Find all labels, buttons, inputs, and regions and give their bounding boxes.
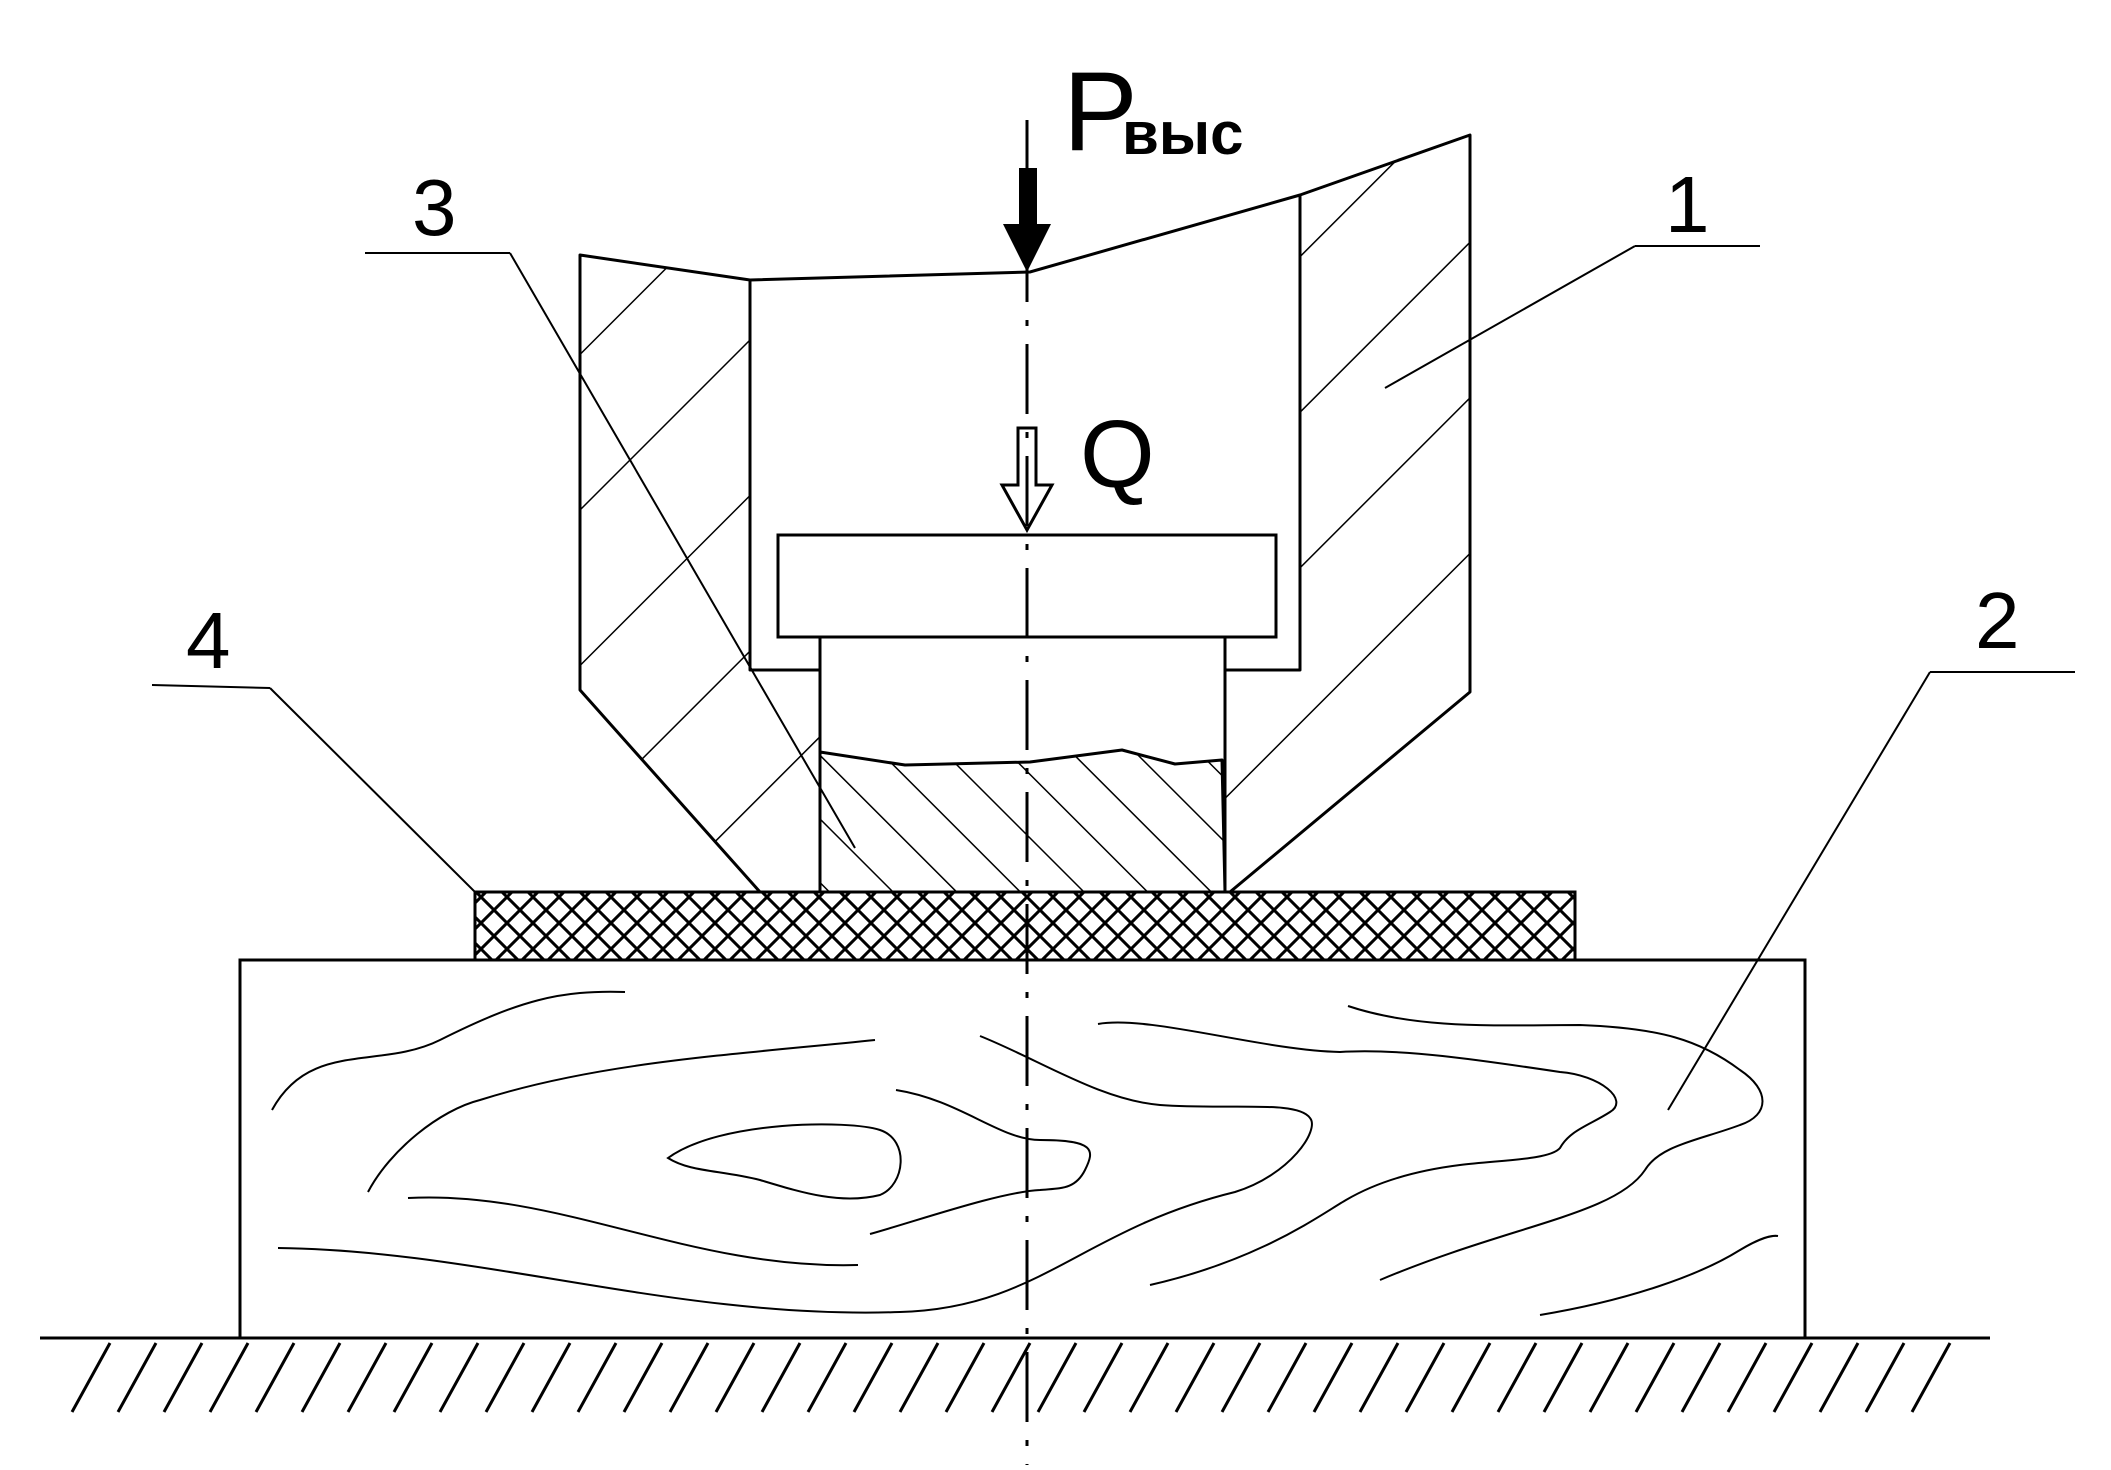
ground-hatch-stroke	[1680, 1342, 1722, 1413]
ground-hatch-stroke	[300, 1342, 342, 1413]
force-p-label: P	[1063, 49, 1138, 174]
ground-hatch-stroke	[208, 1342, 250, 1413]
part-label-3: 3	[412, 163, 457, 252]
part-label-4: 4	[186, 596, 231, 685]
ground	[40, 1336, 1990, 1413]
ground-hatch-stroke	[438, 1342, 480, 1413]
ground-hatch-stroke	[392, 1342, 434, 1413]
wooden-block	[238, 958, 1807, 1340]
ground-hatch-stroke	[1496, 1342, 1538, 1413]
leader-lines	[151, 245, 2075, 1111]
housing	[578, 133, 1472, 894]
ground-hatch-stroke	[668, 1342, 710, 1413]
ground-hatch-stroke	[990, 1342, 1032, 1413]
ground-hatch-stroke	[254, 1342, 296, 1413]
ground-hatch-stroke	[1864, 1342, 1906, 1413]
ground-hatch-stroke	[576, 1342, 618, 1413]
ground-hatch-stroke	[622, 1342, 664, 1413]
pad	[473, 890, 1577, 962]
ground-hatch-stroke	[70, 1342, 112, 1413]
ground-hatch-stroke	[1266, 1342, 1308, 1413]
ground-hatch-stroke	[1174, 1342, 1216, 1413]
ground-hatch-stroke	[1634, 1342, 1676, 1413]
force-p-arrow	[1003, 168, 1051, 272]
ground-hatch-stroke	[1358, 1342, 1400, 1413]
ground-hatch-stroke	[1036, 1342, 1078, 1413]
ground-hatch-stroke	[1726, 1342, 1768, 1413]
ground-hatch-stroke	[346, 1342, 388, 1413]
ground-hatch-stroke	[1128, 1342, 1170, 1413]
ground-hatch-stroke	[484, 1342, 526, 1413]
ground-hatch-stroke	[1450, 1342, 1492, 1413]
ground-hatch-stroke	[1220, 1342, 1262, 1413]
ground-hatch-stroke	[714, 1342, 756, 1413]
ground-hatch-stroke	[116, 1342, 158, 1413]
ground-hatch-stroke	[944, 1342, 986, 1413]
ground-hatch-stroke	[1404, 1342, 1446, 1413]
ground-hatch-stroke	[852, 1342, 894, 1413]
ground-hatch-stroke	[806, 1342, 848, 1413]
ground-hatch	[70, 1342, 1952, 1413]
ground-hatch-stroke	[1312, 1342, 1354, 1413]
force-q-label: Q	[1080, 401, 1155, 508]
ground-hatch-stroke	[1818, 1342, 1860, 1413]
ground-hatch-stroke	[1588, 1342, 1630, 1413]
ground-hatch-stroke	[1082, 1342, 1124, 1413]
force-q-arrow	[999, 426, 1055, 534]
ground-hatch-stroke	[1542, 1342, 1584, 1413]
piston	[776, 533, 1278, 894]
part-label-1: 1	[1665, 160, 1710, 249]
ground-hatch-stroke	[898, 1342, 940, 1413]
ground-hatch-stroke	[760, 1342, 802, 1413]
force-p-subscript: выс	[1122, 100, 1244, 167]
ground-hatch-stroke	[530, 1342, 572, 1413]
part-label-2: 2	[1975, 576, 2020, 665]
ground-hatch-stroke	[1772, 1342, 1814, 1413]
ground-hatch-stroke	[162, 1342, 204, 1413]
ground-hatch-stroke	[1910, 1342, 1952, 1413]
